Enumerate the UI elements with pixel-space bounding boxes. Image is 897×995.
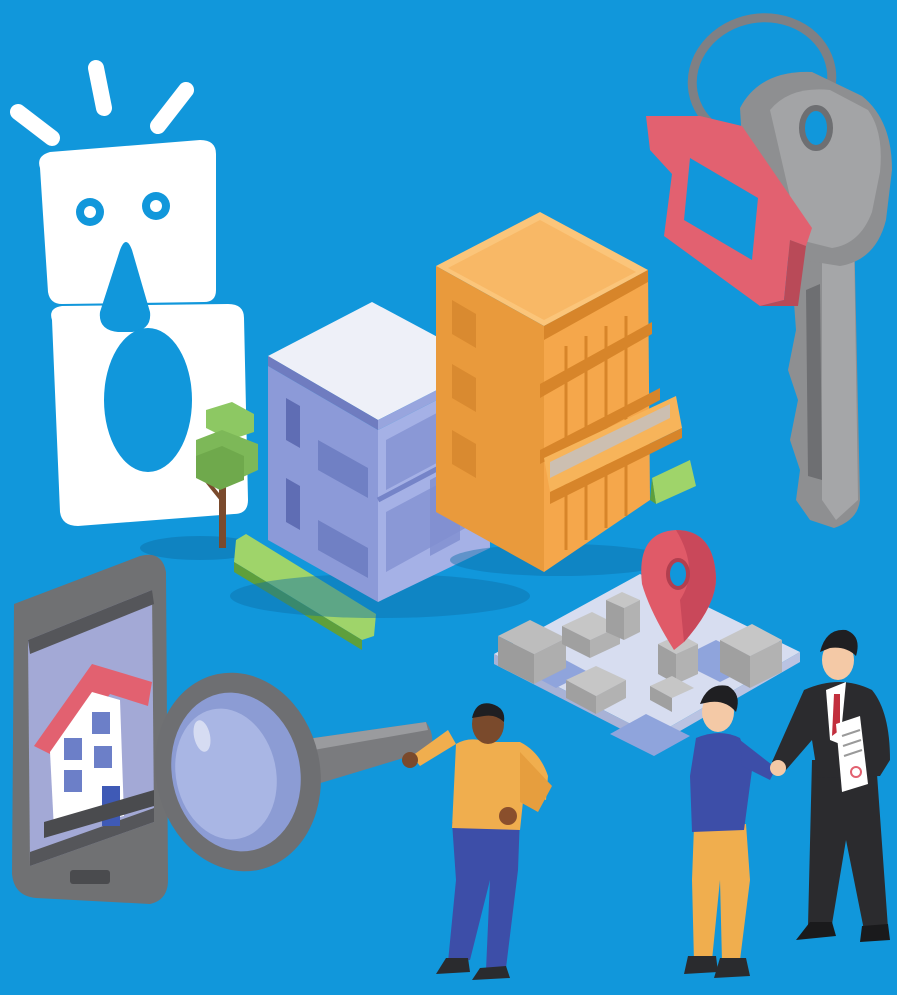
businessman (772, 629, 890, 942)
location-pin-icon (641, 530, 716, 650)
magnifying-glass-icon (155, 672, 433, 872)
handshake-men-icon (684, 629, 890, 978)
contract-document-icon (836, 716, 868, 792)
grass-strip-right (650, 460, 696, 504)
smartphone-icon (12, 554, 168, 904)
orange-building-icon (436, 212, 682, 576)
tree-icon (140, 402, 260, 560)
client-man (684, 685, 786, 978)
searching-man-icon (402, 703, 552, 980)
grass-strip-left (234, 534, 376, 650)
house-key-icon (646, 13, 892, 528)
